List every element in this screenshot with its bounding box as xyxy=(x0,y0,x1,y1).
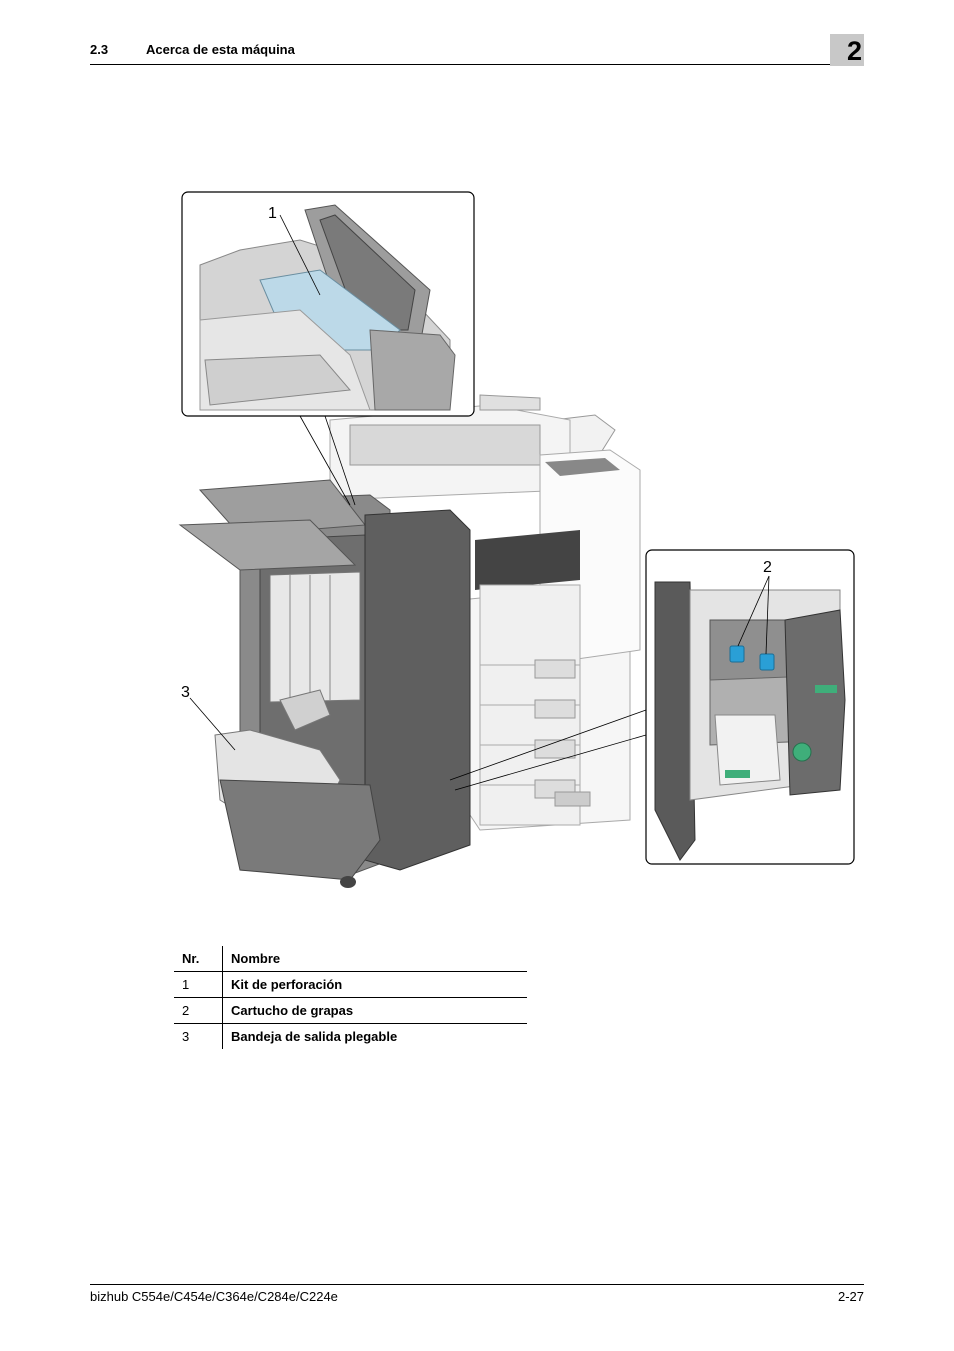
table-row: 3 Bandeja de salida plegable xyxy=(174,1023,527,1049)
column-header-number: Nr. xyxy=(174,946,223,972)
leader-line xyxy=(299,415,351,506)
inset-punch-kit: 1 xyxy=(181,191,475,417)
inset-staple-cartridge: 2 xyxy=(645,549,855,865)
row-number: 2 xyxy=(174,997,223,1024)
row-number: 1 xyxy=(174,971,223,998)
table-row: 2 Cartucho de grapas xyxy=(174,997,527,1024)
row-name: Bandeja de salida plegable xyxy=(231,1029,398,1044)
leader-line xyxy=(454,734,647,791)
table-row: 1 Kit de perforación xyxy=(174,971,527,998)
section-number: 2.3 xyxy=(90,42,109,57)
column-header-name: Nombre xyxy=(222,946,527,972)
chapter-tab: 2 xyxy=(830,34,864,66)
finisher-unit xyxy=(178,479,471,888)
main-unit xyxy=(329,394,641,831)
page-header: 2.3 Acerca de esta máquina xyxy=(90,40,864,66)
callout-2-label: 2 xyxy=(763,559,772,576)
section-title: Acerca de esta máquina xyxy=(146,42,295,57)
leader-line xyxy=(189,697,236,751)
parts-table: Nr. Nombre 1 Kit de perforación 2 Cartuc… xyxy=(174,946,527,1049)
row-name: Cartucho de grapas xyxy=(222,997,527,1024)
header-divider xyxy=(90,64,864,65)
machine-illustration: 1 2 3 xyxy=(178,191,855,888)
footer-page-number: 2-27 xyxy=(837,1289,864,1304)
callout-3-label: 3 xyxy=(181,684,190,701)
footer-model: bizhub C554e/C454e/C364e/C284e/C224e xyxy=(90,1289,338,1304)
chapter-number: 2 xyxy=(846,36,862,66)
leader-line xyxy=(324,415,356,506)
footer-divider xyxy=(90,1284,864,1285)
table-header-row: Nr. Nombre xyxy=(174,946,527,972)
callout-1-label: 1 xyxy=(268,205,277,222)
row-name: Kit de perforación xyxy=(222,971,527,998)
row-number: 3 xyxy=(174,1023,223,1049)
leader-line xyxy=(449,709,647,781)
